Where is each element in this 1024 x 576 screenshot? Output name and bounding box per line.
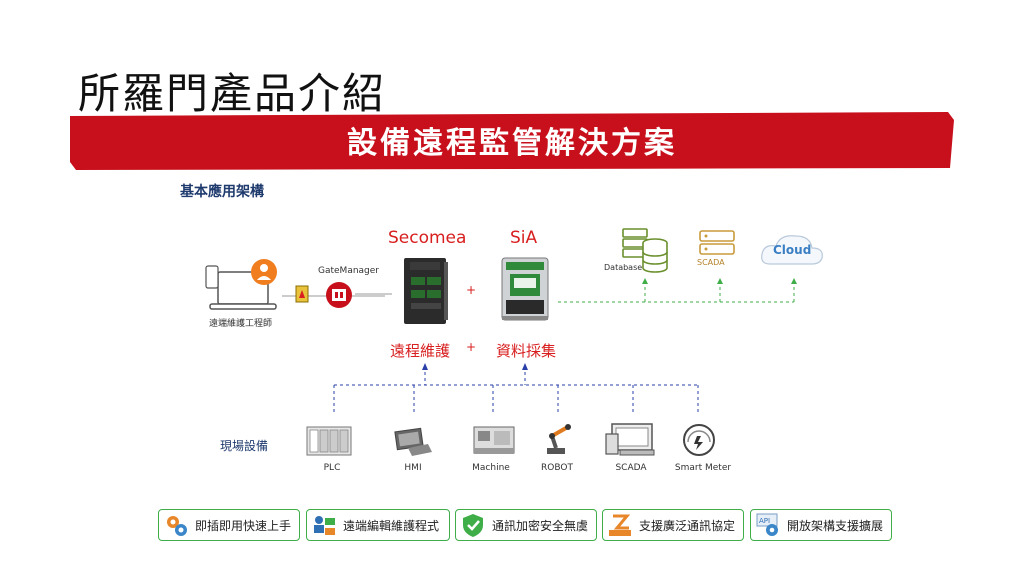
section-label: 基本應用架構 [180,184,264,200]
shield-icon [463,514,483,537]
title-banner [70,112,954,170]
sia-device-icon [501,257,549,321]
smart-meter-icon [683,424,715,456]
device-label-robot: ROBOT [541,463,573,473]
feature-badge-encryption: 通訊加密安全無虞 [455,509,597,541]
gears-icon [167,516,187,536]
secomea-device-icon [404,258,448,324]
machine-icon [473,426,515,454]
feature-label: 即插即用快速上手 [195,518,292,533]
device-label-scada: SCADA [615,463,647,473]
gatemanager-icon [326,282,352,308]
remote-maintenance-label: 遠程維護 [390,342,451,360]
scada-workstation-icon [605,423,655,456]
remote-edit-icon [314,516,335,535]
svg-text:API: API [759,517,770,525]
robot-arm-icon [547,424,571,454]
data-collection-label: 資料採集 [496,342,557,360]
sia-label: SiA [510,228,538,248]
engineer-label: 遠端維護工程師 [209,319,273,329]
page-title: 所羅門產品介紹 [78,69,387,118]
scada-server-icon [699,230,735,255]
api-gear-icon: API [756,513,778,536]
field-devices-label: 現場設備 [220,439,269,453]
feature-badge-protocols: 支援廣泛通訊協定 [602,509,744,541]
protocol-icon [609,514,631,536]
database-label: Database [604,263,643,272]
hmi-icon [394,427,432,456]
feature-badge-plug-and-play: 即插即用快速上手 [158,509,300,541]
laptop-icon [205,259,277,310]
device-label-machine: Machine [472,463,510,473]
database-icon [622,228,668,273]
feature-label: 遠端編輯維護程式 [343,518,440,533]
plus-sign: + [466,283,477,297]
cloud-icon [761,235,823,265]
gatemanager-label: GateManager [318,266,380,276]
device-label-hmi: HMI [404,463,422,473]
feature-label: 通訊加密安全無虞 [492,518,589,533]
secomea-label: Secomea [388,228,467,248]
plus-sign-2: + [466,340,477,354]
banner-title: 設備遠程監管解決方案 [347,126,677,161]
feature-badge-remote-edit: 遠端編輯維護程式 [306,509,450,541]
feature-label: 支援廣泛通訊協定 [639,518,736,533]
device-label-smart-meter: Smart Meter [674,463,732,473]
scada-label: SCADA [697,258,725,267]
feature-label: 開放架構支援擴展 [787,518,884,533]
cloud-label: Cloud [773,243,812,257]
device-label-plc: PLC [323,463,341,473]
feature-badge-open-architecture: API 開放架構支援擴展 [750,509,892,541]
firewall-icon [295,285,309,303]
plc-icon [306,426,352,456]
